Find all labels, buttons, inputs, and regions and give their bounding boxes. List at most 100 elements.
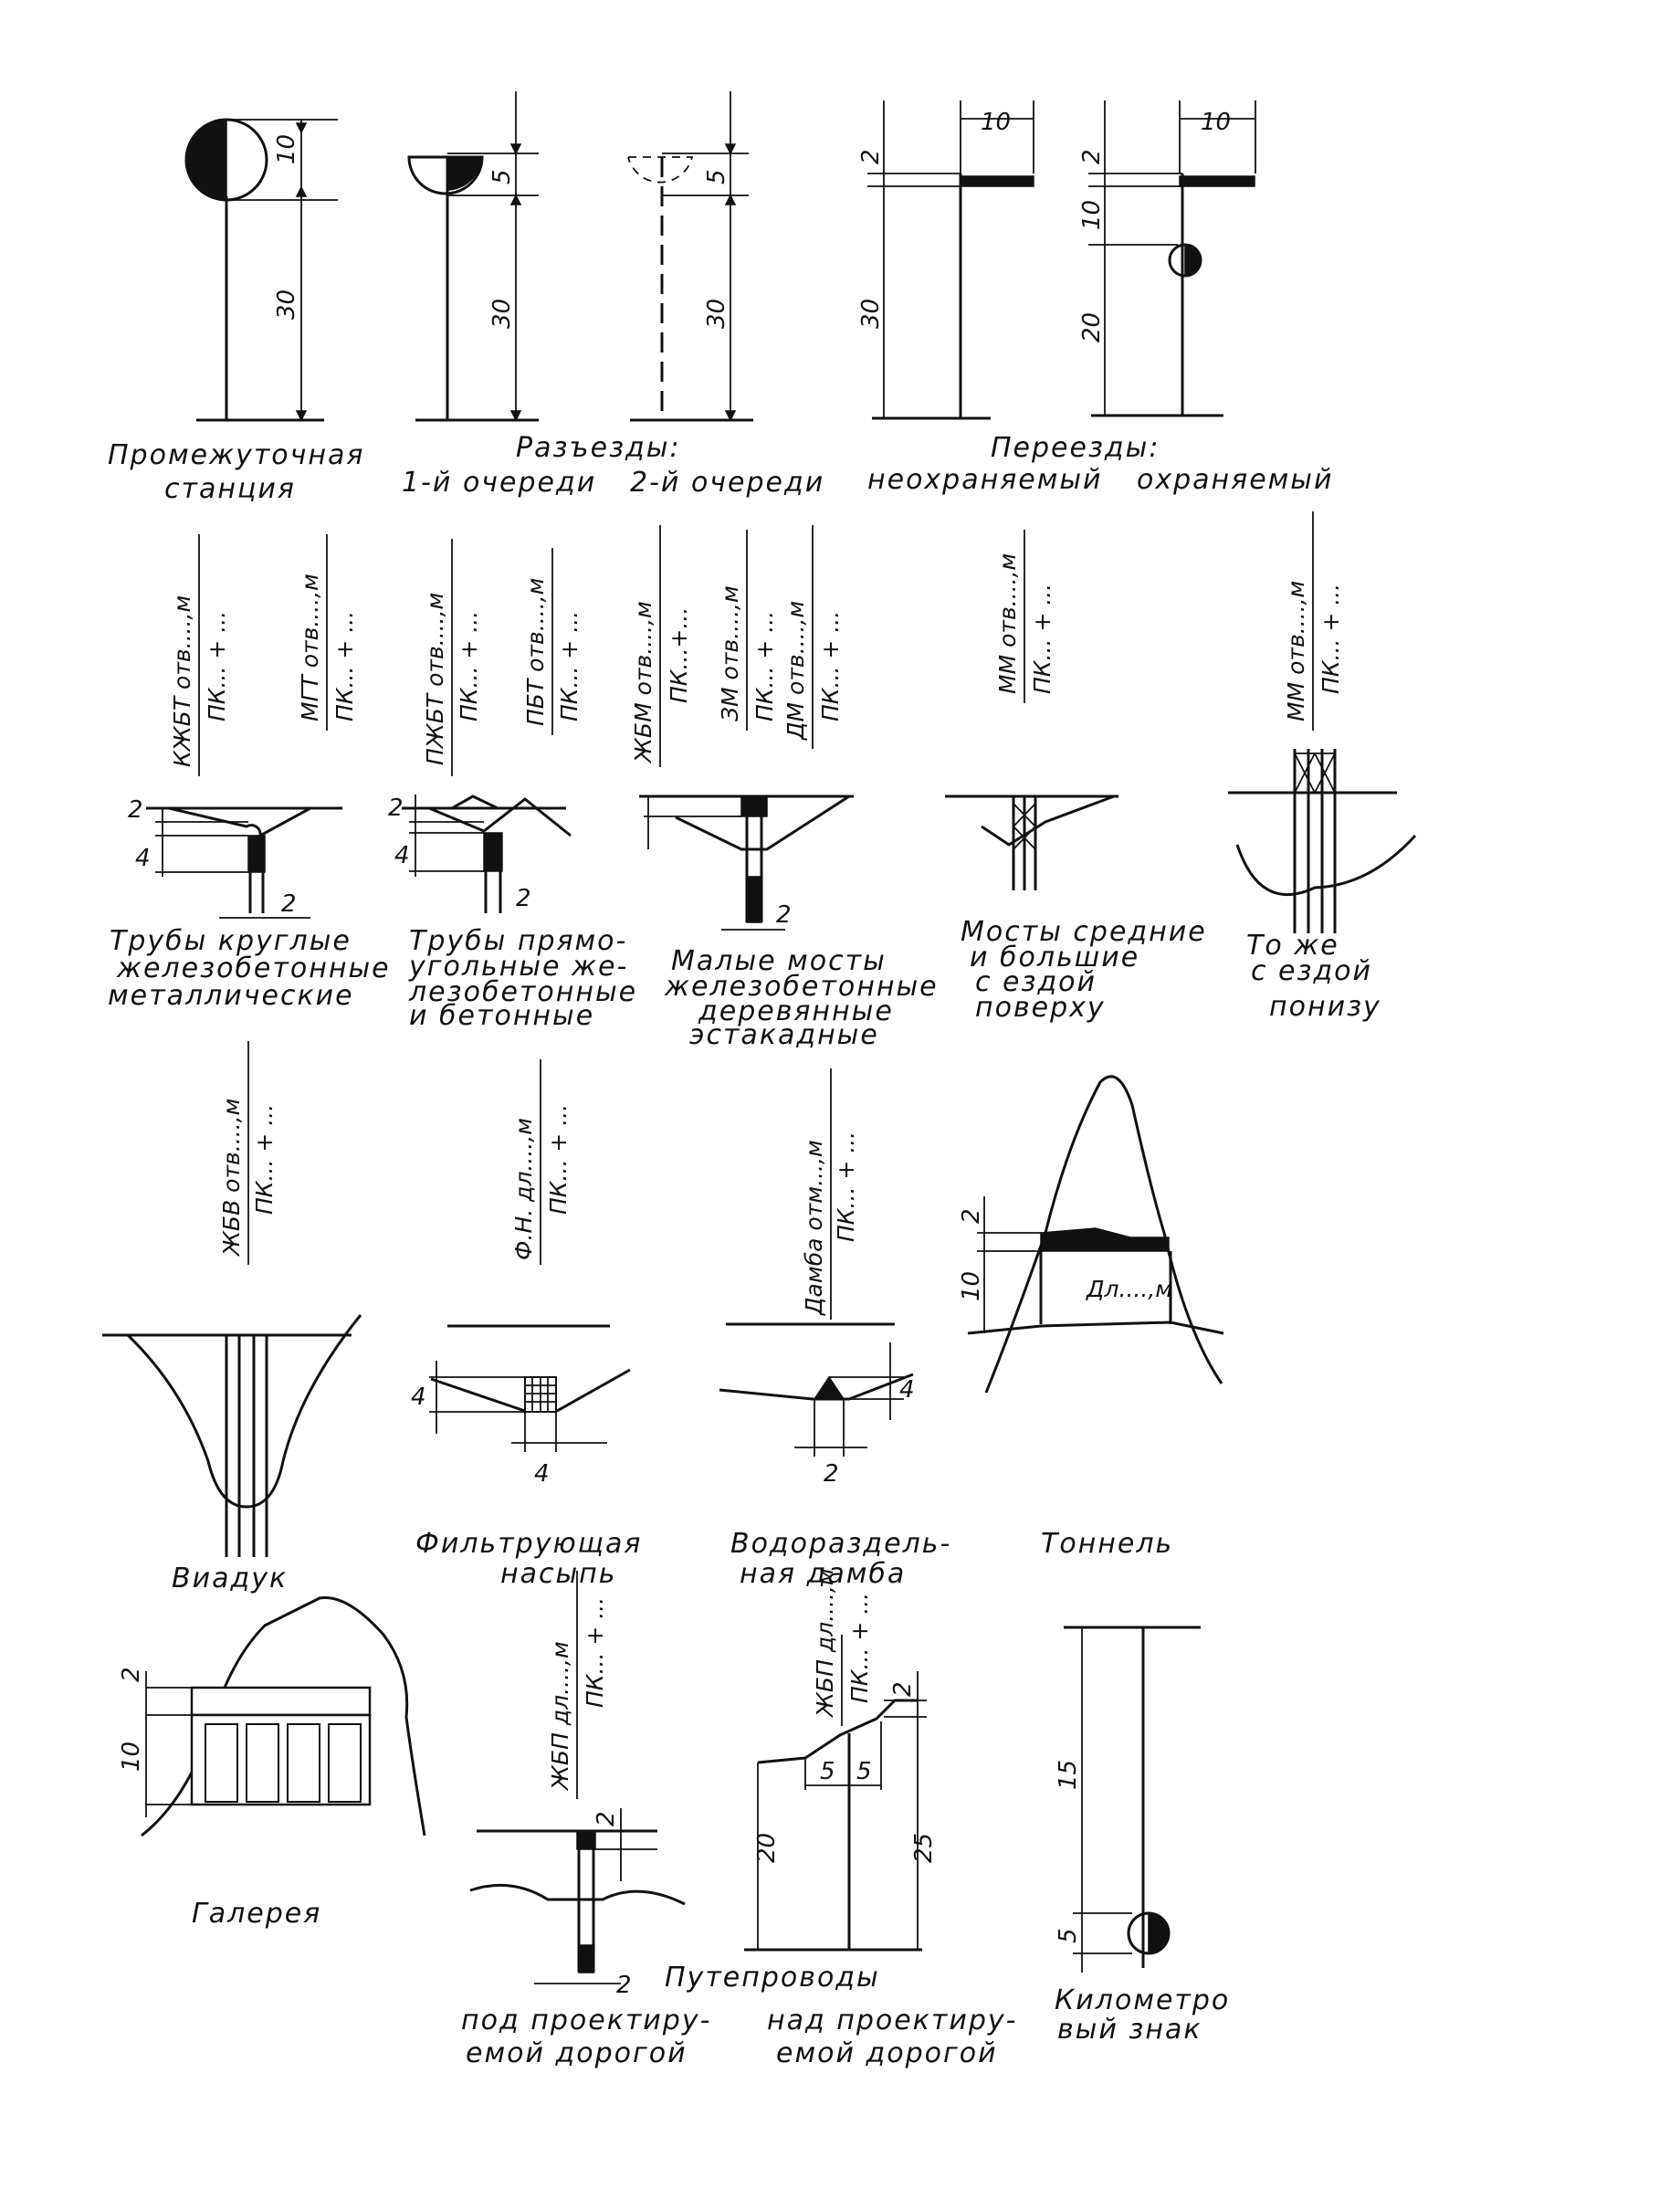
siding-first-stage-symbol: 5 30: [407, 91, 539, 422]
label-pk: ПК... + ...: [331, 611, 358, 721]
dim-30: 30: [703, 299, 730, 329]
dim-4: 4: [411, 1384, 426, 1411]
caption-viaduct: Виадук: [172, 1563, 288, 1594]
overpass-under-labels: ЖБП дл....,м ПК... + ...: [547, 1571, 608, 1799]
label-mm: ММ отв....,м: [994, 553, 1021, 694]
caption-big-bridges-3: с ездой: [975, 966, 1097, 998]
tunnel-length-label: Дл....,м: [1086, 1276, 1172, 1302]
label-fn: Ф.Н. дл....,м: [510, 1118, 537, 1260]
caption-big-bridges-2: и большие: [970, 942, 1139, 973]
caption-round-pipes-3: металлические: [108, 980, 354, 1012]
dim-10: 10: [273, 134, 300, 164]
dim-4: 4: [899, 1376, 915, 1404]
dim-2: 2: [857, 149, 885, 164]
km-sign-symbol: 15 5: [1055, 1626, 1201, 1973]
dim-10: 10: [981, 109, 1011, 136]
dim-2: 2: [1078, 149, 1106, 164]
dim-5: 5: [1055, 1928, 1082, 1943]
caption-km-sign-2: вый знак: [1057, 2014, 1202, 2046]
dim-2: 2: [118, 1667, 145, 1682]
caption-dam-2: ная дамба: [740, 1558, 906, 1590]
caption-big-bridges-4: поверху: [975, 992, 1106, 1024]
label-dm: ДМ отв....,м: [782, 601, 809, 741]
big-bridges-over-symbol: [945, 795, 1118, 890]
caption-rect-pipes-3: лезобетонные: [408, 976, 637, 1008]
dim-2: 2: [128, 796, 143, 824]
dim-5: 5: [820, 1758, 835, 1785]
caption-small-bridges-1: Малые мосты: [671, 945, 887, 977]
caption-small-bridges-2: железобетонные: [664, 971, 939, 1003]
caption-km-sign-1: Километро: [1055, 1984, 1230, 2016]
caption-big-bridges-below-2: с ездой: [1251, 955, 1372, 987]
dim-10: 10: [958, 1271, 985, 1301]
dim-2: 2: [889, 1681, 917, 1697]
caption-rect-pipes-2: угольные же-: [408, 951, 628, 983]
rect-pipes-labels: ПЖБТ отв....,м ПК... + ... ПБТ отв....,м…: [422, 539, 583, 776]
dim-10: 10: [118, 1742, 145, 1772]
dim-20: 20: [753, 1833, 781, 1863]
gallery-symbol: 2 10: [118, 1596, 426, 1837]
caption-intermediate-1: Промежуточная: [108, 439, 364, 471]
caption-overpass-under-2: емой дорогой: [466, 2037, 688, 2069]
caption-big-bridges-1: Мосты средние: [961, 916, 1207, 948]
dim-4: 4: [135, 845, 151, 872]
label-pk: ПК... + ...: [846, 1593, 873, 1703]
caption-sidings: Разъезды:: [516, 432, 681, 464]
dim-30: 30: [273, 289, 300, 320]
crossing-unguarded-symbol: 10 2 30: [857, 100, 1034, 420]
label-zhbm: ЖБМ отв....,м: [630, 601, 656, 764]
overpass-under-symbol: 2 2: [469, 1808, 686, 1999]
caption-tunnel: Тоннель: [1041, 1528, 1173, 1560]
rect-pipes-symbol: 2 4 2: [388, 795, 572, 913]
caption-crossings: Переезды:: [991, 432, 1160, 464]
label-pk: ПК... + ...: [1029, 584, 1055, 694]
caption-sidings-first: 1-й очереди: [402, 467, 596, 499]
label-pk: ПК... + ...: [582, 1597, 608, 1708]
dim-2: 2: [958, 1208, 985, 1224]
siding-second-stage-symbol: 5 30: [627, 91, 753, 422]
viaduct-symbol: [102, 1314, 362, 1557]
label-damba: Дамба отм...,м: [801, 1140, 827, 1316]
caption-gallery: Галерея: [192, 1898, 321, 1930]
label-mm: ММ отв....,м: [1283, 581, 1309, 721]
caption-round-pipes-2: железобетонные: [116, 952, 391, 984]
caption-crossing-unguarded: неохраняемый: [867, 464, 1103, 496]
label-zhbp: ЖБП дл....,м: [812, 1568, 838, 1719]
caption-crossing-guarded: охраняемый: [1137, 464, 1333, 496]
caption-big-bridges-below-1: То же: [1246, 930, 1339, 962]
caption-big-bridges-below-3: понизу: [1269, 991, 1381, 1023]
label-zhbp: ЖБП дл....,м: [547, 1641, 573, 1792]
caption-overpasses: Путепроводы: [665, 1962, 880, 1994]
label-pk: ПК... + ...: [751, 611, 778, 721]
watershed-dam-symbol: 4 2: [719, 1322, 915, 1488]
label-zm: ЗМ отв....,м: [717, 585, 743, 721]
caption-filter-2: насыпь: [500, 1558, 616, 1590]
label-pk: ПК... + ...: [251, 1104, 278, 1215]
dim-4: 4: [534, 1460, 550, 1488]
intermediate-station-symbol: 10 30: [184, 118, 338, 422]
label-kzhbt: КЖБТ отв....,м: [169, 595, 195, 767]
small-bridges-symbol: 2: [639, 795, 854, 931]
label-pk: ПК...+...: [666, 607, 692, 703]
label-pk: ПК... + ...: [1318, 584, 1344, 694]
big-bridges-labels: ММ отв....,м ПК... + ... ММ отв....,м ПК…: [994, 511, 1344, 731]
dim-2: 2: [388, 795, 404, 822]
caption-rect-pipes-4: и бетонные: [409, 1000, 594, 1032]
label-pbt: ПБТ отв....,м: [522, 578, 549, 726]
label-pk: ПК... + ...: [556, 611, 583, 721]
dim-5: 5: [488, 169, 516, 184]
caption-rect-pipes-1: Трубы прямо-: [409, 925, 627, 957]
dim-2: 2: [824, 1460, 839, 1488]
filter-embankment-labels: Ф.Н. дл....,м ПК... + ...: [510, 1059, 572, 1265]
dim-2: 2: [776, 901, 792, 929]
dim-2: 2: [516, 885, 531, 912]
dim-15: 15: [1055, 1760, 1082, 1790]
dim-2: 2: [281, 890, 297, 918]
label-pzhbt: ПЖБТ отв....,м: [422, 593, 448, 765]
caption-intermediate-2: станция: [164, 473, 296, 505]
dim-4: 4: [394, 842, 410, 869]
dim-30: 30: [857, 299, 885, 329]
overpass-over-labels: ЖБП дл....,м ПК... + ...: [812, 1568, 873, 1726]
dim-25: 25: [910, 1833, 938, 1863]
